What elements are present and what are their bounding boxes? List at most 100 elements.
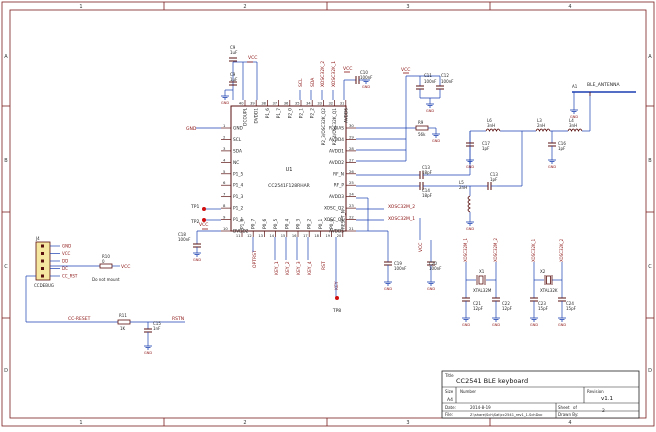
ic-pin-number: 30 [349,123,354,128]
l6-coil [485,128,501,132]
capacitor-c18[interactable]: C18 100nF [178,230,221,253]
testpoint-tp2[interactable]: TP2 [190,218,221,225]
testpoint-tp1[interactable]: TP1 [190,204,221,211]
inductor-l5[interactable]: L5 2nH [459,180,471,213]
c9-top-ref: C9 [230,45,236,50]
cc-reset-net[interactable]: CC-RESET R11 1K RSTN C15 1nF [25,275,185,346]
l3-coil [535,128,551,132]
resistor-r9[interactable]: R9 56k [356,120,437,137]
l4-coil [567,128,583,132]
ground-label: GND [466,165,474,169]
tp2-label: TP2 [190,219,199,225]
l4-value: 3nH [569,123,577,128]
col-label-3: 3 [406,4,409,10]
ic-pin-name: P1_7 [276,108,282,118]
j4-pin-label: DC [62,266,68,271]
ic-pin-name: AVDD6 [343,108,349,123]
gnd-left-label: GND [186,126,197,132]
ic-u1[interactable]: 1GND2SCL3SDA4NC5P1_56P1_47P1_38P1_29P1_1… [221,100,356,238]
r10-body [99,263,113,269]
r9-ref: R9 [418,120,424,125]
capacitor-c19[interactable]: C19 100nF [384,261,407,282]
ic-pin-number: 8 [223,203,226,208]
capacitor-c23[interactable]: C23 15pF [530,297,549,318]
ic-u1-body [230,105,347,232]
antenna-name: BLE_ANTENNA [587,82,620,88]
ground-label: GND [530,323,538,327]
ic-pin-number: 29 [349,134,354,139]
vcc-avdd5-label: VCC [418,243,424,252]
x1-body [478,275,484,285]
r11-body [117,319,131,325]
c16-value: 1pF [558,146,566,151]
inductor-l4[interactable]: L4 3nH [567,118,583,132]
c10-ref: C10 [360,70,368,75]
crystal-x2[interactable]: X2 XTAL32K XOSC32K_1 XOSC32K_2 [531,238,564,293]
capacitor-c11[interactable]: C11 100nF [416,73,437,98]
net-label-xosc32k-1-top: XOSC32K_1 [331,61,337,87]
left-gnd-net: GND [186,126,221,132]
capacitor-c13-balun[interactable]: C13 1pF [487,172,498,190]
ic-pin-number: 37 [273,102,278,106]
date-value: 2014-8-19 [470,405,491,410]
ic-pin-name: P1_6 [265,108,271,118]
ic-pin-name: P2_0 [287,108,293,118]
ic-pin-number: 36 [284,102,289,106]
capacitor-c16[interactable]: C16 1pF [548,141,566,152]
crystal-x1[interactable]: X1 XTAL32M XOSC32M_1 XOSC32M_2 [463,237,498,293]
capacitor-c9-top[interactable]: C9 1uF [229,45,238,62]
c13-bal-ref: C13 [490,172,498,177]
capacitor-c21[interactable]: C21 12pF [462,297,484,318]
ic-pin-name: P0_4 [284,219,290,229]
ic-u1-part-number: CC2541F128RHAR [268,183,310,189]
j4-pin-label: GND [62,244,71,249]
col-label-2-bottom: 2 [243,420,246,426]
ic-pin-number: 20 [337,234,342,238]
ic-pin-name: P0_2 [307,219,313,229]
capacitor-c22[interactable]: C22 12pF [492,297,513,318]
l6-ref: L6 [487,118,492,123]
ground-label: GND [558,323,566,327]
r10-net[interactable]: R10 0 Do not mount VCC [50,254,130,282]
rf-n-net: C13 18pF [356,165,470,179]
inductor-l6[interactable]: L6 3nH [485,118,501,132]
inductor-l3[interactable]: L3 2nH [535,118,551,132]
ic-pin-number: 13 [258,234,263,238]
capacitor-c9-mid[interactable]: C9 1uF [229,72,238,86]
capacitor-c24[interactable]: C24 15pF [558,297,577,318]
ic-pin-number: 4 [223,157,226,162]
antenna-a1[interactable]: A1 BLE_ANTENNA [572,82,636,110]
net-xosc32m-1-label: XOSC32M_1 [388,216,415,222]
capacitor-c12[interactable]: C12 100nF [436,73,454,98]
ic-pin-name: GND [233,126,244,132]
ic-pin-number: 17 [303,234,308,238]
row-label-A-right: A [648,54,652,60]
ic-pin-number: 16 [292,234,297,238]
ic-pin-number: 18 [314,234,319,238]
c21-ref: C21 [473,301,481,306]
capacitor-c17[interactable]: C17 1pF [466,141,490,152]
testpoint-tp8[interactable]: TP8 [332,296,341,314]
r10-note: Do not mount [92,277,120,282]
ic-pin-number: 15 [281,234,286,238]
revision-label: Revision [587,389,604,394]
ic-pin-name: DVDD2 [233,229,249,235]
drawn-by-label: Drawn By: [558,412,578,417]
ic-pin-name: XOSC_Q1 [324,217,344,223]
c20-value: 100nF [429,266,442,271]
ic-pin-name: P1_3 [233,194,243,200]
ic-net-stubs [252,90,337,297]
net-label-rst: RST [321,261,327,270]
c9-top-value: 1uF [230,50,238,55]
ic-pin-name: SCL [233,137,242,143]
j4-pin-label: DD [62,259,68,264]
capacitor-c20[interactable]: C20 100nF [427,261,442,282]
ic-pin-number: 12 [247,234,252,238]
j4-name: CCDEBUG [34,283,54,288]
vcc-r10-label: VCC [121,264,130,270]
ic-pin-number: 31 [340,102,345,106]
c12-value: 100nF [441,79,454,84]
net-label-key1: KEY_1 [274,261,280,275]
